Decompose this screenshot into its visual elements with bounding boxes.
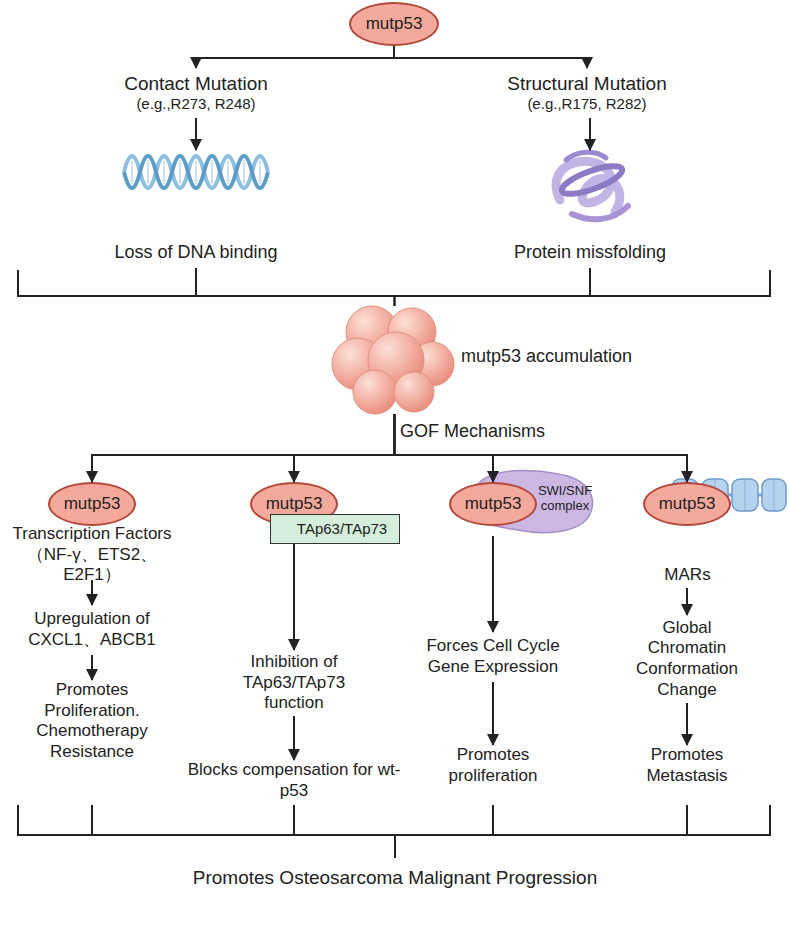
mutp53-ellipse: mutp53 xyxy=(48,482,136,526)
effect-label: Protein missfolding xyxy=(490,150,690,268)
node-text: mutp53 xyxy=(366,14,423,35)
mutation-type: Structural Mutation(e.g.,R175, R282) xyxy=(477,68,697,118)
node-text: Forces Cell Cycle Gene Expression xyxy=(413,636,573,677)
outcome-text: Promotes Proliferation. Chemotherapy Res… xyxy=(17,680,167,805)
connector-arrow xyxy=(92,414,395,482)
node-text: Promotes proliferation xyxy=(413,745,573,786)
connector-arrow xyxy=(492,682,494,745)
node-text: Global Chromatin Conformation Change xyxy=(622,618,752,701)
node-text: Protein missfolding xyxy=(514,242,666,264)
connector-arrow xyxy=(686,588,688,615)
node-text: Promotes Metastasis xyxy=(622,745,752,786)
connector-arrow xyxy=(395,805,687,858)
node-subtext: (e.g.,R273, R248) xyxy=(136,95,255,113)
connector-arrow xyxy=(395,805,493,858)
connector-arrow xyxy=(395,268,591,306)
node-text: Structural Mutation xyxy=(507,72,666,95)
node-text: mutp53 xyxy=(266,494,323,515)
step-text: Inhibition of TAp63/TAp73 function xyxy=(229,650,359,716)
node-text: Upregulation of CXCL1、ABCB1 xyxy=(12,609,172,650)
node-text: Contact Mutation xyxy=(124,72,268,95)
node-text: mutp53 xyxy=(64,494,121,515)
mutation-type: Contact Mutation(e.g.,R273, R248) xyxy=(86,68,306,118)
connector-arrow xyxy=(195,118,197,150)
node-text: Promotes Osteosarcoma Malignant Progress… xyxy=(193,866,597,889)
connector-arrow xyxy=(294,414,395,482)
step-text: Global Chromatin Conformation Change xyxy=(622,615,752,703)
connector-arrow xyxy=(686,703,688,745)
connector-arrow xyxy=(91,655,93,680)
result-text: Promotes Osteosarcoma Malignant Progress… xyxy=(150,858,640,898)
node-subtext: (e.g.,R175, R282) xyxy=(527,95,646,113)
effect-label: Loss of DNA binding xyxy=(96,150,296,268)
node-text: Promotes Proliferation. Chemotherapy Res… xyxy=(17,680,167,763)
outcome-text: Promotes Metastasis xyxy=(622,745,752,805)
connector-arrow xyxy=(394,46,587,68)
connector-arrow xyxy=(196,268,395,306)
misfolded-protein xyxy=(556,152,628,219)
mutp53-ellipse: mutp53 xyxy=(449,482,537,526)
connector-arrow xyxy=(293,716,295,760)
protein-aggregate xyxy=(332,306,454,414)
node-text: Transcription Factors （NF-γ、ETS2、E2F1） xyxy=(2,524,182,586)
mechanism-text: Transcription Factors （NF-γ、ETS2、E2F1） xyxy=(2,530,182,580)
outcome-text: Blocks compensation for wt-p53 xyxy=(174,760,414,805)
partner-box: TAp63/TAp73 xyxy=(270,514,400,544)
connector-arrow xyxy=(196,46,394,68)
node-text: SWI/SNF complex xyxy=(534,484,596,514)
step-text: Upregulation of CXCL1、ABCB1 xyxy=(12,605,172,655)
step-text: Forces Cell Cycle Gene Expression xyxy=(413,632,573,682)
node-text: Inhibition of TAp63/TAp73 function xyxy=(229,652,359,714)
stage-label: GOF Mechanisms xyxy=(400,421,545,442)
node-text: mutp53 xyxy=(465,494,522,515)
merge-bracket xyxy=(18,805,770,835)
mutp53-ellipse: mutp53 xyxy=(349,2,439,46)
connector-arrow xyxy=(589,118,591,150)
node-text: Loss of DNA binding xyxy=(114,242,277,264)
merge-bracket xyxy=(18,270,770,296)
connector-arrow xyxy=(294,805,395,858)
node-text: mutp53 accumulation xyxy=(461,346,632,368)
dna-helix xyxy=(124,156,268,188)
accumulation-cluster: mutp53 accumulation xyxy=(337,306,452,414)
node-text: TAp63/TAp73 xyxy=(297,520,387,538)
node-text: Blocks compensation for wt-p53 xyxy=(174,760,414,801)
connector-arrow xyxy=(492,536,494,632)
node-text: MARs xyxy=(650,565,725,586)
outcome-text: Promotes proliferation xyxy=(413,745,573,805)
connector-arrow xyxy=(92,805,395,858)
mutp53-ellipse: mutp53 xyxy=(643,482,731,526)
node-text: mutp53 xyxy=(659,494,716,515)
connector-arrow xyxy=(293,544,295,650)
